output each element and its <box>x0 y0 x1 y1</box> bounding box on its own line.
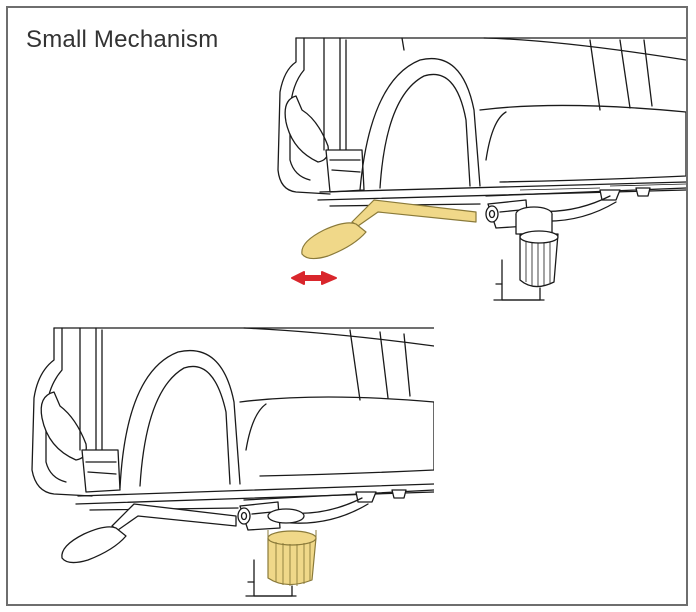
motion-arrow-icon <box>291 271 337 285</box>
diagram-title: Small Mechanism <box>26 26 219 53</box>
bottom-chair-view <box>31 327 434 597</box>
top-chair-view <box>277 37 686 301</box>
lever-highlighted <box>301 199 477 260</box>
tension-knob-highlighted <box>267 530 317 586</box>
